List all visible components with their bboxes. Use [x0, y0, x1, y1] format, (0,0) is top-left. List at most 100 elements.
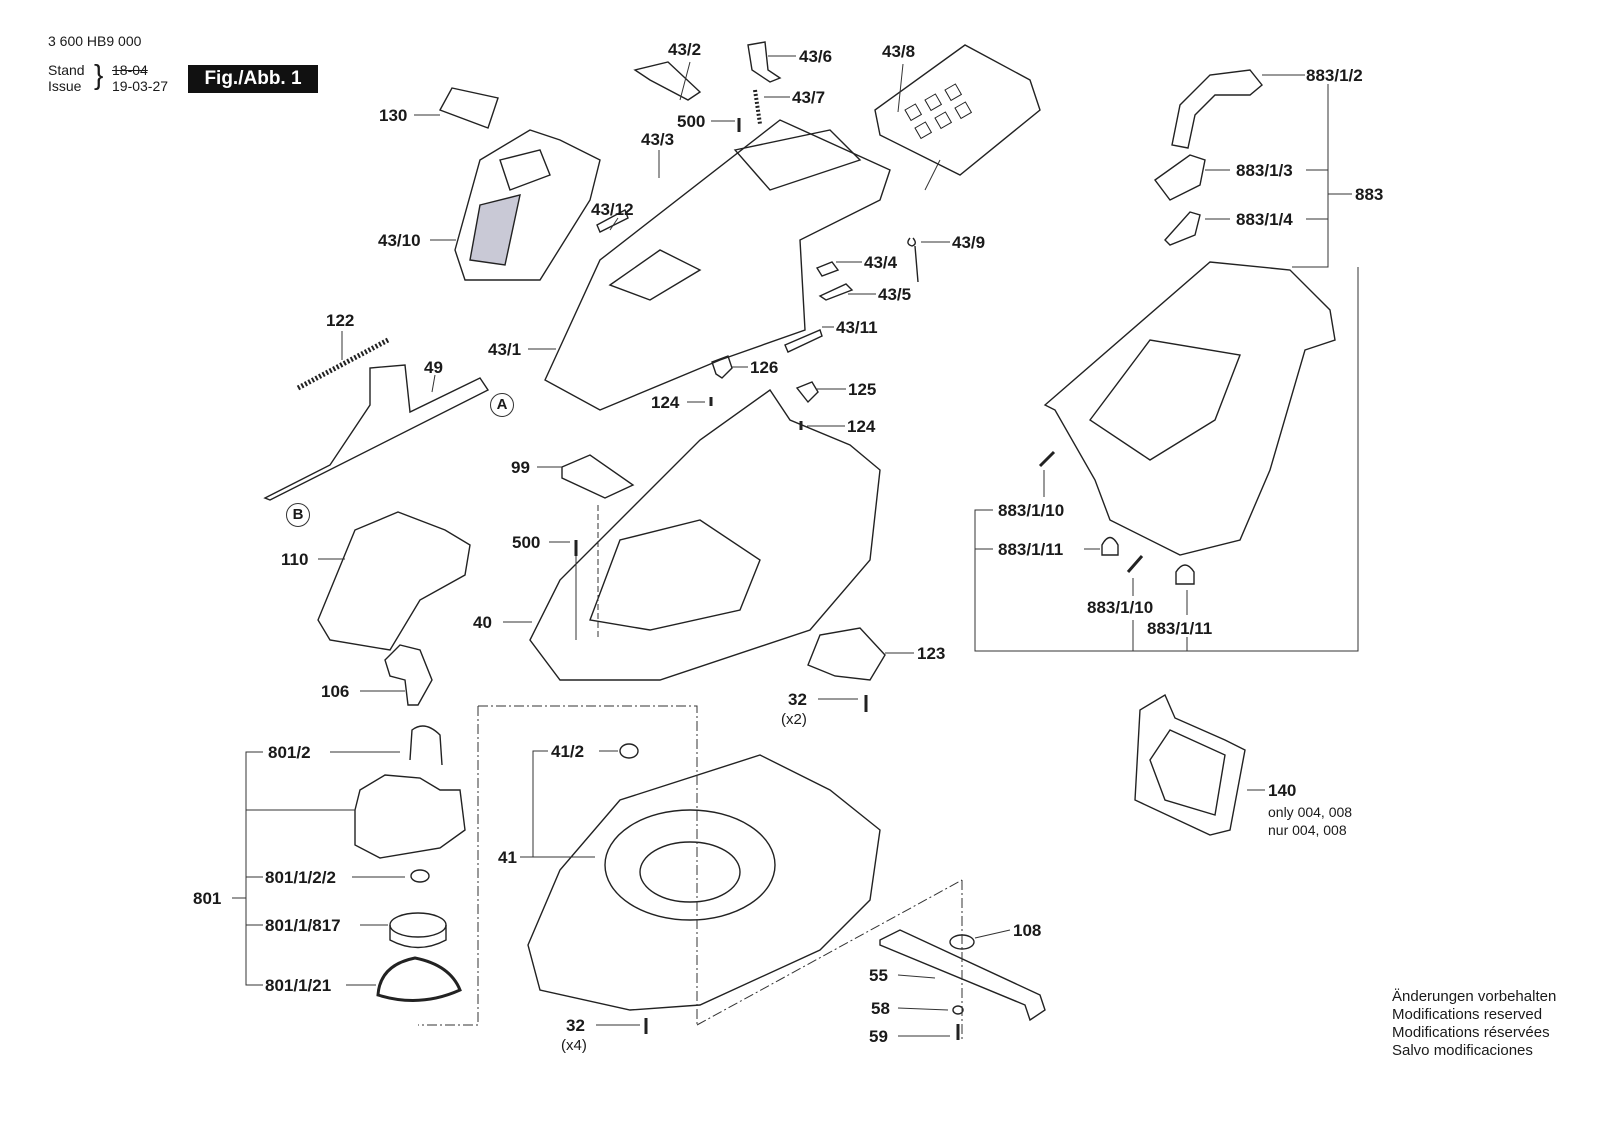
reference-marker-b: B: [286, 503, 310, 527]
callout-43-8[interactable]: 43/8: [882, 42, 916, 61]
callout-140[interactable]: 140: [1268, 781, 1297, 800]
part-41-2: [619, 743, 639, 759]
callout-883-1-11-left[interactable]: 883/1/11: [998, 540, 1064, 559]
part-43-7: [753, 89, 762, 125]
callout-43-5[interactable]: 43/5: [878, 285, 912, 304]
part-883-1-2: [1171, 69, 1263, 149]
issue-label: Issue: [48, 78, 82, 94]
part-883: [1043, 261, 1336, 556]
part-140: [1134, 693, 1246, 836]
notice-line-es: Salvo modificaciones: [1392, 1042, 1533, 1059]
part-801-1-817: [389, 912, 447, 938]
part-43-8: [874, 44, 1041, 176]
part-883-1-11b: [1175, 564, 1195, 585]
callout-41[interactable]: 41: [498, 848, 517, 867]
callout-43-7[interactable]: 43/7: [792, 88, 826, 107]
callout-32-top[interactable]: 32: [788, 690, 807, 709]
part-125: [795, 381, 819, 404]
callout-883-1-4[interactable]: 883/1/4: [1236, 210, 1293, 229]
notice-line-en: Modifications reserved: [1392, 1006, 1543, 1023]
callout-883-1-10-bottom[interactable]: 883/1/10: [1087, 598, 1154, 617]
callout-801[interactable]: 801: [193, 889, 222, 908]
callout-122[interactable]: 122: [326, 311, 355, 330]
callout-124-left[interactable]: 124: [651, 393, 680, 412]
callout-801-1-817[interactable]: 801/1/817: [265, 916, 341, 935]
callout-130[interactable]: 130: [379, 106, 408, 125]
callout-43-1[interactable]: 43/1: [488, 340, 522, 359]
callout-125[interactable]: 125: [848, 380, 877, 399]
callout-883-1-3[interactable]: 883/1/3: [1236, 161, 1293, 180]
part-43-11: [784, 329, 823, 353]
part-43-5: [818, 283, 854, 301]
callout-43-6[interactable]: 43/6: [799, 47, 833, 66]
callout-55[interactable]: 55: [869, 966, 888, 985]
callout-106[interactable]: 106: [321, 682, 350, 701]
callout-32-bottom[interactable]: 32: [566, 1016, 585, 1035]
part-99: [561, 454, 635, 499]
callout-801-2[interactable]: 801/2: [268, 743, 311, 762]
callout-140-note-en: only 004, 008: [1268, 804, 1353, 820]
part-58: [952, 1005, 964, 1015]
part-43-9: [907, 237, 919, 283]
part-49: [263, 364, 490, 501]
reference-marker-a: A: [490, 393, 514, 417]
part-106: [384, 644, 433, 706]
callout-801-1-21[interactable]: 801/1/21: [265, 976, 332, 995]
part-43-6: [747, 41, 782, 83]
callout-41-2[interactable]: 41/2: [551, 742, 585, 761]
part-43-12: [596, 209, 629, 233]
callout-32-bottom-qty: (x4): [561, 1037, 587, 1054]
part-801-2: [409, 725, 443, 766]
callout-140-note-de: nur 004, 008: [1268, 822, 1347, 838]
modifications-notice: Änderungen vorbehalten Modifications res…: [1392, 988, 1556, 1060]
part-883-1-4: [1164, 211, 1201, 246]
callout-59[interactable]: 59: [869, 1027, 888, 1046]
part-43-1: [544, 119, 891, 411]
part-801-1-2-2: [410, 869, 430, 883]
callout-123[interactable]: 123: [917, 644, 946, 663]
callout-99[interactable]: 99: [511, 458, 530, 477]
part-883-1-10b: [1126, 555, 1144, 573]
callout-801-1-2-2[interactable]: 801/1/2/2: [265, 868, 336, 887]
part-883-1-11a: [1101, 536, 1119, 556]
part-43-10: [454, 129, 601, 281]
callout-500-mid[interactable]: 500: [512, 533, 541, 552]
part-883-1-3: [1154, 154, 1206, 201]
part-43-2: [633, 61, 702, 101]
callout-883[interactable]: 883: [1355, 185, 1384, 204]
issue-date: 19-03-27: [112, 78, 169, 94]
part-41: [527, 754, 881, 1011]
callout-58[interactable]: 58: [871, 999, 890, 1018]
part-40: [529, 389, 881, 681]
document-number: 3 600 HB9 000: [48, 33, 142, 49]
callout-124-right[interactable]: 124: [847, 417, 876, 436]
callout-126[interactable]: 126: [750, 358, 779, 377]
old-date: 18-04: [112, 62, 148, 78]
callout-883-1-11-bottom[interactable]: 883/1/11: [1147, 619, 1213, 638]
callout-40[interactable]: 40: [473, 613, 492, 632]
part-110: [317, 511, 471, 651]
notice-line-de: Änderungen vorbehalten: [1392, 988, 1557, 1005]
callout-43-12[interactable]: 43/12: [591, 200, 634, 219]
callout-110[interactable]: 110: [281, 550, 309, 569]
callout-500-top[interactable]: 500: [677, 112, 706, 131]
part-126: [711, 355, 733, 379]
stand-label: Stand: [48, 62, 85, 78]
callout-43-9[interactable]: 43/9: [952, 233, 986, 252]
callout-883-1-2[interactable]: 883/1/2: [1306, 66, 1363, 85]
callout-43-3[interactable]: 43/3: [641, 130, 675, 149]
callout-43-11[interactable]: 43/11: [836, 318, 878, 337]
callout-883-1-10-left[interactable]: 883/1/10: [998, 501, 1065, 520]
callout-32-top-qty: (x2): [781, 711, 807, 728]
callout-43-4[interactable]: 43/4: [864, 253, 898, 272]
callout-108[interactable]: 108: [1013, 921, 1042, 940]
part-130: [438, 87, 499, 129]
callout-43-10[interactable]: 43/10: [378, 231, 421, 250]
part-55: [879, 929, 1046, 1022]
part-123: [807, 627, 886, 681]
callout-49[interactable]: 49: [424, 358, 443, 377]
part-43-4: [815, 261, 840, 277]
callout-43-2[interactable]: 43/2: [668, 40, 702, 59]
part-801: [354, 774, 466, 859]
